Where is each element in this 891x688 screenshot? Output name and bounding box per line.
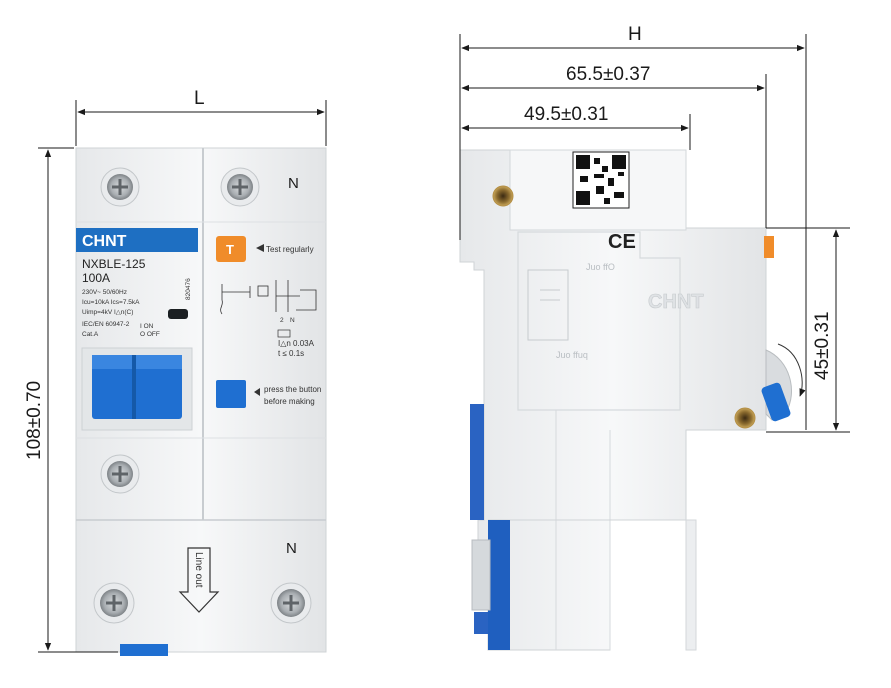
handle-split: [132, 355, 136, 419]
brand-banner: [76, 228, 198, 252]
model-text: NXBLE-125: [82, 257, 146, 271]
front-view: N CHNT NXBLE-125 100A 230V~ 50/60Hz Icu=…: [75, 147, 327, 656]
test-label: Test regularly: [266, 245, 314, 254]
press-label-2: before making: [264, 397, 315, 406]
side-test-button: [764, 236, 774, 258]
category-text: Cat.A: [82, 331, 99, 338]
dim-label-65: 65.5±0.37: [566, 64, 650, 85]
din-tab: [474, 612, 488, 634]
standard-text: IEC/EN 60947-2: [82, 321, 130, 328]
dim-label-49: 49.5±0.31: [524, 104, 608, 125]
status-indicator: [168, 309, 188, 319]
residual-icon: [277, 329, 291, 338]
neutral-label-bottom: N: [286, 540, 297, 557]
screw-bottom-right: [270, 582, 312, 624]
emboss-text-1: Juo ffO: [586, 262, 615, 272]
trip-time-text: t ≤ 0.1s: [278, 349, 304, 358]
emboss-text-2: Juo ffuq: [556, 350, 588, 360]
handle-rotation-arrow: [777, 343, 806, 397]
dim-label-108: 108±0.70: [24, 381, 45, 460]
test-button[interactable]: [216, 236, 246, 262]
on-label: I ON: [140, 323, 154, 330]
side-handle: [761, 382, 791, 422]
front-dimensions: L 108±0.70: [24, 88, 327, 653]
reset-button[interactable]: [216, 380, 246, 408]
residual-current-text: I△n 0.03A: [278, 339, 315, 348]
press-label-1: press the button: [264, 385, 321, 394]
side-emboss-frame: [517, 231, 681, 411]
side-hole-top: [492, 185, 514, 207]
emboss-logo: CHNT: [648, 291, 704, 313]
screw-top-left: [100, 167, 140, 207]
test-arrow-icon: [256, 244, 264, 252]
qr-code: [572, 151, 630, 209]
spec-line-3: Uimp=4kV I△n(C): [82, 309, 133, 316]
wiring-diagram: [220, 280, 317, 315]
brand-logo: CHNT: [82, 233, 127, 250]
side-hole-bottom: [734, 407, 756, 429]
line-out-arrow-icon: [178, 547, 220, 613]
dim-label-L: L: [194, 88, 205, 109]
screw-top-right: [220, 167, 260, 207]
side-rear-strip: [685, 519, 697, 651]
side-dimensions: H 65.5±0.37 49.5±0.31 45±0.31: [459, 24, 850, 433]
din-clip-front: [120, 644, 168, 656]
handle-top-highlight: [92, 355, 182, 369]
screw-mid-left: [100, 454, 140, 494]
din-clip-side-upper: [470, 404, 484, 520]
terminal-n-label: N: [290, 317, 295, 324]
din-slider: [471, 539, 491, 611]
dim-label-45: 45±0.31: [812, 311, 833, 380]
operating-handle[interactable]: [92, 355, 182, 419]
spec-line-1: 230V~ 50/60Hz: [82, 289, 127, 296]
line-out-label: Line out: [193, 552, 204, 588]
terminal-2-label: 2: [280, 317, 284, 324]
emboss-symbol: [527, 269, 569, 341]
off-label: O OFF: [140, 331, 160, 338]
spec-line-2: Icu=10kA Ics=7.5kA: [82, 299, 140, 306]
neutral-label-top: N: [288, 175, 299, 192]
press-arrow-icon: [254, 388, 260, 396]
serial-text: 820476: [185, 278, 192, 300]
side-view: CE CHNT Juo ffO Juo ffuq: [459, 149, 806, 651]
dim-label-H: H: [628, 24, 642, 45]
test-button-glyph: T: [226, 242, 234, 257]
rating-text: 100A: [82, 271, 110, 285]
ce-mark: CE: [608, 231, 636, 253]
din-clip-side-lower: [488, 520, 510, 650]
screw-bottom-left: [93, 582, 135, 624]
